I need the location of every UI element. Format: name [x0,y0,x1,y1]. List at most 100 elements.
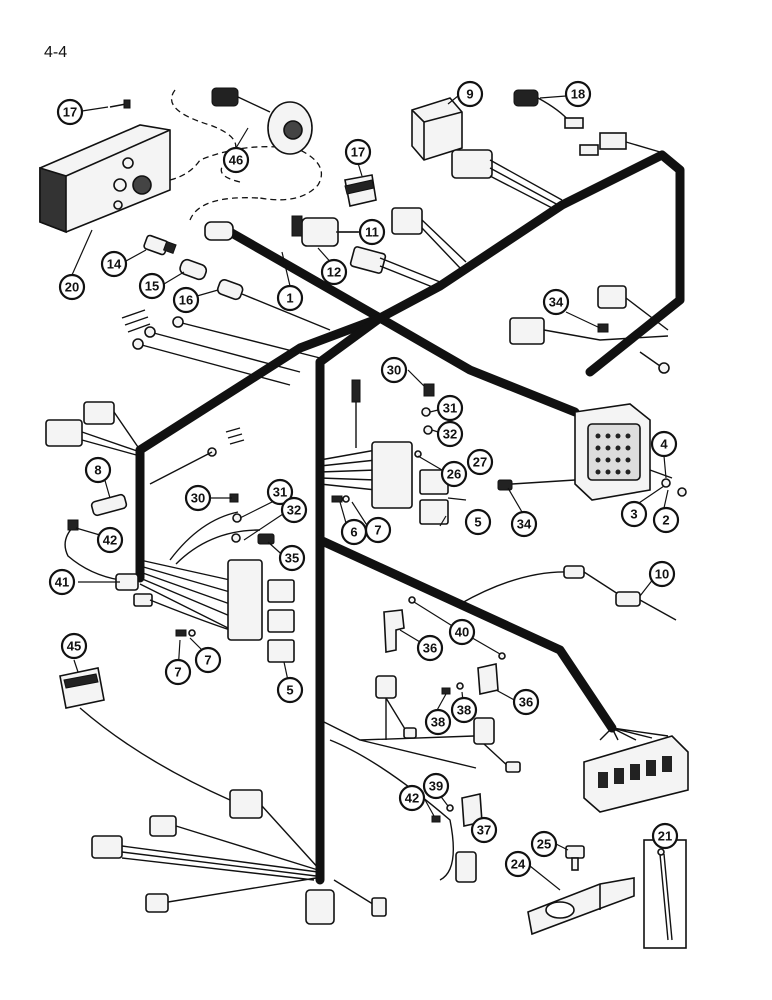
svg-text:38: 38 [457,703,471,718]
svg-text:42: 42 [103,533,117,548]
callout-6-center: 6 [340,518,368,546]
svg-text:17: 17 [351,145,365,160]
callout-6-left: 7 [164,658,192,686]
cable-tie-21 [643,839,687,949]
callout-2: 2 [652,506,680,534]
svg-text:10: 10 [655,567,669,582]
callout-40: 41 [48,568,76,596]
svg-text:45: 45 [67,639,81,654]
svg-text:21: 21 [658,829,672,844]
connector-12 [349,246,441,289]
callout-34-right: 34 [542,288,570,316]
callout-26: 26 [440,460,468,488]
svg-text:37: 37 [477,823,491,838]
callout-12: 12 [320,258,348,286]
bracket-36-lower [431,793,483,883]
callout-31-left: 31 [266,478,294,506]
left-connectors [45,401,245,485]
callout-31-center: 31 [436,394,464,422]
svg-text:42: 42 [405,791,419,806]
callout-42: 4542 [398,784,426,812]
ground-wires [121,309,321,386]
svg-text:31: 31 [443,401,457,416]
callout-16: 16 [172,286,200,314]
connector-18 [513,89,661,156]
svg-text:14: 14 [107,257,122,272]
callout-30-center: 30 [380,356,408,384]
callout-24: 24 [504,850,532,878]
svg-text:3: 3 [630,507,637,522]
svg-text:32: 32 [443,427,457,442]
svg-text:30: 30 [191,491,205,506]
svg-text:40: 40 [455,625,469,640]
callout-20: 20 [58,273,86,301]
ignition-switch-11 [291,215,360,247]
svg-text:7: 7 [374,523,381,538]
svg-text:15: 15 [145,279,159,294]
callout-32-left: 32 [280,496,308,524]
callout-27: 27 [466,448,494,476]
svg-text:24: 24 [511,857,526,872]
callout-4: 4 [650,430,678,458]
connector-16 [216,278,331,331]
callout-18: 18 [564,80,592,108]
callout-45: 45 [60,632,88,660]
svg-text:26: 26 [447,467,461,482]
callout-37: 38 [424,708,452,736]
svg-text:4: 4 [660,437,668,452]
svg-text:36: 36 [423,641,437,656]
callout-34-left: 35 [278,544,306,572]
svg-text:41: 41 [55,575,69,590]
lighter-assembly [169,87,323,221]
bolt-25 [565,845,585,871]
callout-36-upper: 36 [416,634,444,662]
callout-38-upper: 38 [450,696,478,724]
instrument-housing [39,124,171,234]
callout-30-left: 30 [184,484,212,512]
callout-32-center: 32 [436,420,464,448]
svg-text:36: 36 [519,695,533,710]
callout-8: 8 [84,456,112,484]
svg-text:30: 30 [387,363,401,378]
svg-text:32: 32 [287,503,301,518]
svg-text:27: 27 [473,455,487,470]
svg-text:31: 31 [273,485,287,500]
connectors-right-34 [509,285,670,374]
callout-25: 25 [530,830,558,858]
svg-text:1: 1 [286,291,293,306]
connector-11-pigtail [391,207,467,269]
svg-text:6: 6 [350,525,357,540]
leader-lines [71,95,669,891]
svg-text:7: 7 [204,653,211,668]
callout-7-center: 7 [364,516,392,544]
switch-17 [344,174,377,207]
bulkhead-connector [497,403,687,501]
svg-text:18: 18 [571,87,585,102]
svg-text:5: 5 [474,515,481,530]
lower-relay-block [139,493,295,663]
svg-text:20: 20 [65,280,79,295]
svg-text:35: 35 [285,551,299,566]
callout-35: 36 [512,688,540,716]
main-harness [135,150,685,885]
callout-14: 14 [100,250,128,278]
svg-text:46: 46 [229,153,243,168]
connector-1 [204,221,234,241]
center-branch-wires [319,719,477,881]
page-number: 4-4 [44,44,68,61]
callout-17: 1717 [344,138,372,166]
callout-9: 9 [456,80,484,108]
callout-33: 17 [56,98,84,126]
center-relay-block [319,379,449,525]
svg-text:9: 9 [466,87,473,102]
callout-15: 15 [138,272,166,300]
svg-text:11: 11 [365,225,379,240]
callout-46: 46 [222,146,250,174]
svg-text:12: 12 [327,265,341,280]
switch-45 [59,667,231,801]
callout-11: 11 [358,218,386,246]
callout-38-lower: 39 [422,772,450,800]
bracket-36-upper [375,596,506,740]
screw-33 [109,99,131,109]
